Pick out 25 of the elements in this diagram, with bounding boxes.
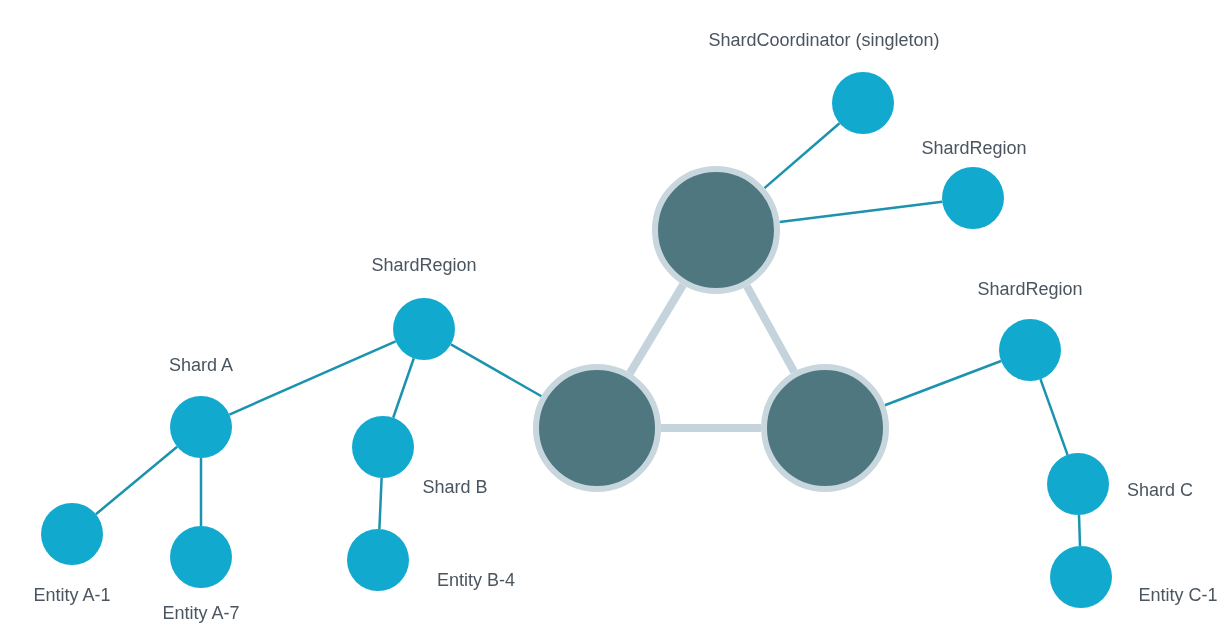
connector-line bbox=[392, 357, 415, 419]
connector-line bbox=[779, 200, 943, 224]
thick-connector bbox=[661, 424, 761, 432]
node-label: Entity C-1 bbox=[1138, 584, 1218, 606]
node-label: ShardCoordinator (singleton) bbox=[708, 29, 940, 51]
connector-line bbox=[199, 458, 203, 526]
node-label: Shard B bbox=[422, 476, 488, 498]
connector-line bbox=[378, 477, 383, 530]
connector-line bbox=[1039, 378, 1069, 456]
thick-connector bbox=[626, 282, 687, 376]
connector-line bbox=[763, 122, 841, 190]
node-label: Shard A bbox=[169, 354, 233, 376]
connector-line bbox=[228, 340, 397, 416]
node-label: ShardRegion bbox=[921, 137, 1027, 159]
thick-connector bbox=[743, 284, 798, 374]
connector-line bbox=[95, 445, 178, 516]
node-label: Entity A-7 bbox=[162, 602, 240, 624]
node-label: Entity A-1 bbox=[33, 584, 111, 606]
connector-line bbox=[450, 343, 543, 398]
connector-line bbox=[1077, 514, 1082, 547]
node-label: Shard C bbox=[1127, 479, 1193, 501]
node-label: ShardRegion bbox=[371, 254, 477, 276]
node-label: Entity B-4 bbox=[437, 569, 515, 591]
connector-line bbox=[884, 359, 1002, 407]
node-label: ShardRegion bbox=[977, 278, 1083, 300]
